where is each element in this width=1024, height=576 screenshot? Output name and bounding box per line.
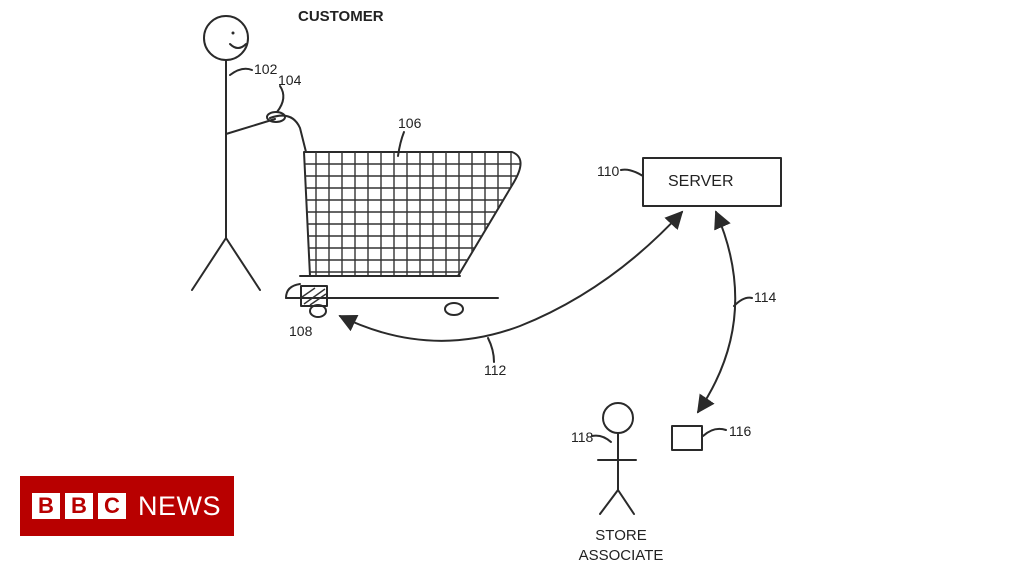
leader-116 xyxy=(702,427,727,437)
associate-device-116 xyxy=(671,425,703,451)
leader-114 xyxy=(733,296,753,307)
server-label: SERVER xyxy=(668,173,734,190)
ref-104: 104 xyxy=(278,72,302,88)
bbc-letter-b2: B xyxy=(65,493,93,519)
ref-110: 110 xyxy=(597,163,620,179)
leader-118 xyxy=(591,434,612,443)
bbc-news-word: NEWS xyxy=(138,491,221,521)
bbc-news-logo: B B C NEWS xyxy=(20,476,234,536)
ref-106: 106 xyxy=(398,115,422,131)
cart-wheel-front xyxy=(309,304,327,318)
ref-116: 116 xyxy=(729,423,752,439)
arrow-114 xyxy=(696,210,737,414)
leader-102 xyxy=(229,67,253,76)
store-associate-figure xyxy=(597,402,637,515)
arrow-112 xyxy=(338,210,684,342)
ref-102: 102 xyxy=(254,61,278,77)
bbc-letter-b1: B xyxy=(32,493,60,519)
cart-wheel-back xyxy=(444,302,464,316)
leader-110 xyxy=(620,168,644,177)
leader-104 xyxy=(276,85,285,113)
store-associate-label-line1: STORE xyxy=(595,527,646,544)
ref-112: 112 xyxy=(484,362,507,378)
leader-112 xyxy=(487,337,495,363)
customer-label: CUSTOMER xyxy=(298,8,384,25)
ref-118: 118 xyxy=(571,429,594,445)
customer-figure xyxy=(191,15,286,291)
leader-106 xyxy=(397,131,405,157)
bbc-letter-c: C xyxy=(98,493,126,519)
ref-114: 114 xyxy=(754,289,777,305)
store-associate-label-line2: ASSOCIATE xyxy=(579,547,664,564)
server-box xyxy=(642,157,782,207)
ref-108: 108 xyxy=(289,323,313,339)
